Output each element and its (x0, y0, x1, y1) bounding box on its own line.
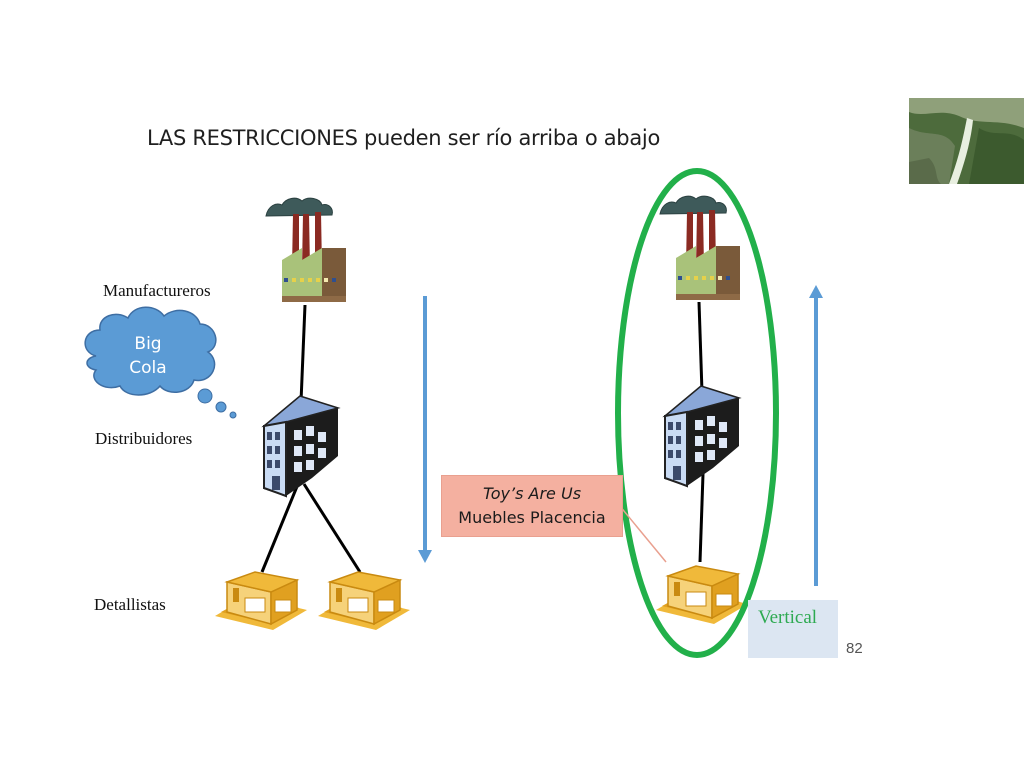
canyon-river-photo (909, 98, 1024, 184)
vertical-integration-ellipse (615, 168, 779, 658)
link-distributor-store2-left (302, 483, 362, 573)
thought-cloud-icon (84, 306, 237, 419)
downstream-arrow (418, 296, 432, 563)
link-distributor-store-right (698, 473, 705, 563)
callout-line2: Muebles Placencia (458, 508, 606, 527)
slide-title: LAS RESTRICCIONES pueden ser río arriba … (147, 126, 660, 150)
store-icon (655, 565, 749, 625)
upstream-arrow (809, 285, 823, 586)
link-manufacturer-distributor-left (299, 304, 307, 403)
retailers-label: Detallistas (94, 595, 166, 614)
factory-icon (659, 195, 741, 301)
retailer-callout-box: Toy’s Are Us Muebles Placencia (441, 475, 623, 537)
manufacturers-label: Manufactureros (103, 281, 211, 300)
page-number: 82 (846, 640, 863, 657)
store-icon (317, 571, 411, 631)
thought-cloud-line2: Cola (129, 358, 167, 378)
callout-line1: Toy’s Are Us (482, 484, 582, 503)
thought-cloud-line1: Big (134, 334, 162, 354)
link-manufacturer-distributor-right (697, 301, 704, 393)
link-distributor-store1-left (260, 483, 300, 573)
thought-cloud-text: Big Cola (112, 332, 184, 380)
office-building-icon (664, 385, 740, 487)
office-building-icon (263, 395, 339, 497)
store-icon (214, 571, 308, 631)
distributors-label: Distribuidores (95, 429, 193, 448)
callout-pointer (618, 504, 667, 563)
vertical-label: Vertical (748, 600, 838, 658)
factory-icon (265, 197, 347, 303)
